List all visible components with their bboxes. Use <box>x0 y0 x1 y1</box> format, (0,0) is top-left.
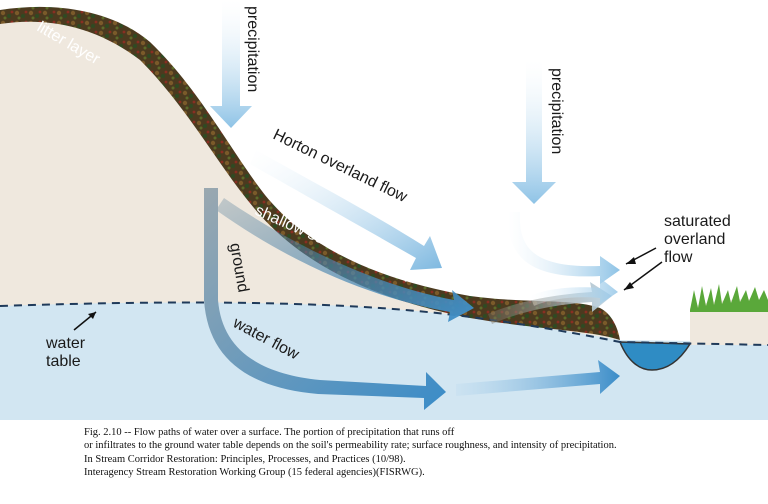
caption-line-3: In Stream Corridor Restoration: Principl… <box>84 453 406 465</box>
bank-seep-arrow <box>488 282 612 324</box>
water-table-label-line1: water <box>45 335 86 352</box>
shallow-subsurface-flow-arrow <box>216 198 474 322</box>
caption-line-1: Fig. 2.10 -- Flow paths of water over a … <box>84 427 455 438</box>
ground-water-flow-arrow-2 <box>456 360 620 396</box>
flow-paths-diagram: litter layer precipitation precipitation… <box>0 0 768 420</box>
precipitation-arrow-2 <box>512 60 556 204</box>
water-table-label-line2: table <box>46 353 81 370</box>
groundwater-zone <box>0 302 768 420</box>
water-table-line <box>0 301 768 346</box>
saturated-overland-flow-arrow-1 <box>507 212 620 284</box>
stream-channel <box>618 341 692 371</box>
overland-label: overland <box>664 231 725 248</box>
figure-caption: Fig. 2.10 -- Flow paths of water over a … <box>84 426 754 480</box>
caption-line-2: or infiltrates to the ground water table… <box>84 440 617 452</box>
caption-line-4: Interagency Stream Restoration Working G… <box>84 467 425 479</box>
precipitation-label-2: precipitation <box>548 68 565 154</box>
precipitation-label-1: precipitation <box>244 6 261 92</box>
saturated-overland-flow-arrow-2 <box>530 278 618 306</box>
saturated-label: saturated <box>664 213 731 230</box>
horton-overland-flow-arrow <box>250 150 442 270</box>
precipitation-arrow-1 <box>210 0 252 128</box>
grass <box>690 284 768 312</box>
litter-layer <box>0 6 620 341</box>
flow-label: flow <box>664 249 693 266</box>
ground-water-flow-arrow <box>204 188 446 410</box>
